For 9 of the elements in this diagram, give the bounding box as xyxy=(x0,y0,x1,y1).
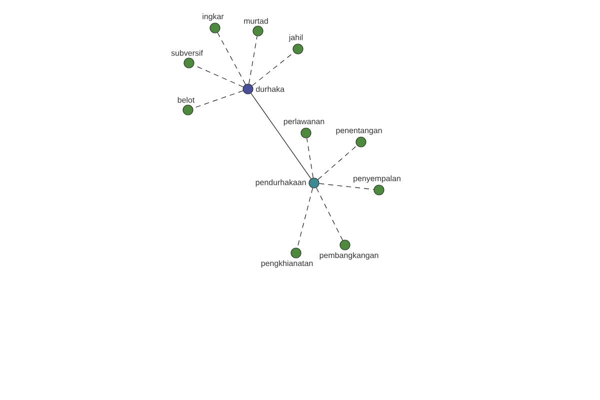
connector-line xyxy=(252,52,294,86)
connector-line xyxy=(297,188,313,248)
connector-line xyxy=(316,187,343,241)
connector-line xyxy=(318,145,358,180)
connector-line xyxy=(217,32,246,85)
connector-line xyxy=(250,93,312,179)
connector-line xyxy=(248,36,258,84)
connector-line xyxy=(306,138,314,178)
connector-line xyxy=(318,183,374,190)
